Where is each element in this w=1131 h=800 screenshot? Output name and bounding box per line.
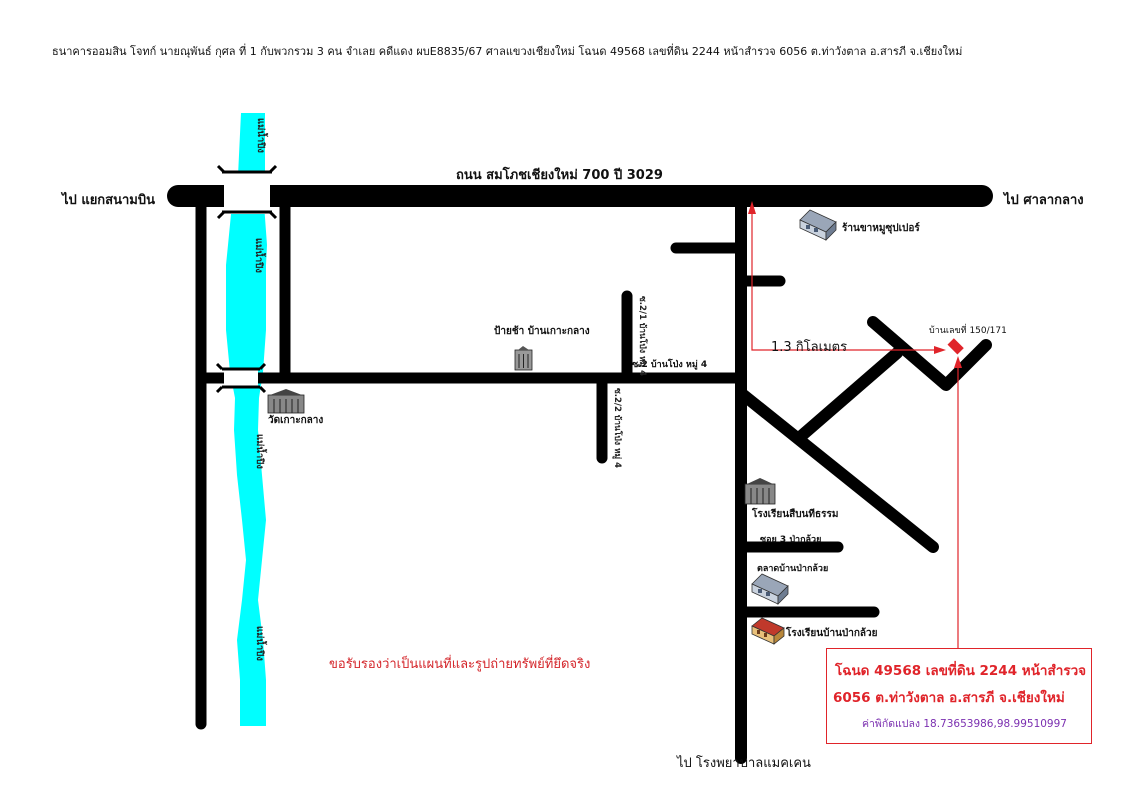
river-label-3: แม่น้ำปิง [254, 434, 265, 469]
soi-3-label: ซอย 3 ป่ากล้วย [760, 535, 822, 545]
soi-2-2-label: ซ.2/2 บ้านโป่ง หมู่ 4 [612, 388, 622, 469]
info-box: โฉนด 49568 เลขที่ดิน 2244 หน้าสำรวจ 6056… [826, 648, 1092, 744]
bridge-top [216, 164, 278, 220]
arrow-head-box [954, 356, 962, 368]
river-label-4: แม่น้ำปิง [254, 626, 265, 661]
main-road-label: ถนน สมโภชเชียงใหม่ 700 ปี 3029 [456, 168, 663, 183]
market-label: ตลาดบ้านป่ากล้วย [757, 564, 829, 574]
certification-note: ขอรับรองว่าเป็นแผนที่และรูปถ่ายทรัพย์ที่… [329, 657, 591, 672]
pork-shop-label: ร้านขาหมูซุปเปอร์ [842, 223, 920, 234]
house-marker-icon [947, 338, 964, 355]
info-line-1: โฉนด 49568 เลขที่ดิน 2244 หน้าสำรวจ [835, 663, 1087, 679]
market-icon [751, 573, 789, 605]
building-icon [514, 346, 533, 371]
wat-label: วัดเกาะกลาง [268, 415, 324, 426]
school-pa-kluay-icon [751, 617, 785, 645]
soi-2-label: ซ.2 บ้านโป่ง หมู่ 4 [632, 360, 708, 370]
bridge-middle [215, 362, 267, 394]
shop-icon [799, 209, 837, 241]
river-label-1: แม่น้ำปิง [255, 118, 266, 153]
ban-koh-klang-label: ป้ายช้า บ้านเกาะกลาง [494, 326, 590, 337]
to-right-label: ไป ศาลากลาง [1004, 193, 1084, 208]
road-diagonal-house [793, 347, 903, 444]
info-line-2: 6056 ต.ท่าวังตาล อ.สารภี จ.เชียงใหม่ [833, 690, 1065, 706]
river-ping [226, 113, 267, 726]
temple-icon [267, 389, 305, 414]
road-house-loop [867, 316, 992, 391]
school-suep-label: โรงเรียนสืบนทีธรรม [752, 509, 839, 520]
to-bottom-label: ไป โรงพยาบาลแมคเคน [677, 756, 811, 771]
arrow-head-right [934, 346, 946, 354]
distance-label: 1.3 กิโลเมตร [771, 340, 848, 355]
school-icon [744, 478, 776, 505]
route-arrow [751, 207, 940, 351]
header-text: ธนาคารออมสิน โจทก์ นายณุพันธ์ กุศล ที่ 1… [52, 45, 963, 58]
road-diagonal-long [735, 387, 939, 553]
info-coords: ค่าพิกัดแปลง 18.73653986,98.99510997 [862, 718, 1067, 730]
school-pa-kluay-label: โรงเรียนบ้านป่ากล้วย [786, 628, 878, 639]
to-left-label: ไป แยกสนามบิน [62, 193, 156, 208]
house-label: บ้านเลขที่ 150/171 [929, 326, 1007, 336]
river-label-2: แม่น้ำปิง [253, 238, 264, 273]
arrow-head-up [748, 201, 756, 214]
